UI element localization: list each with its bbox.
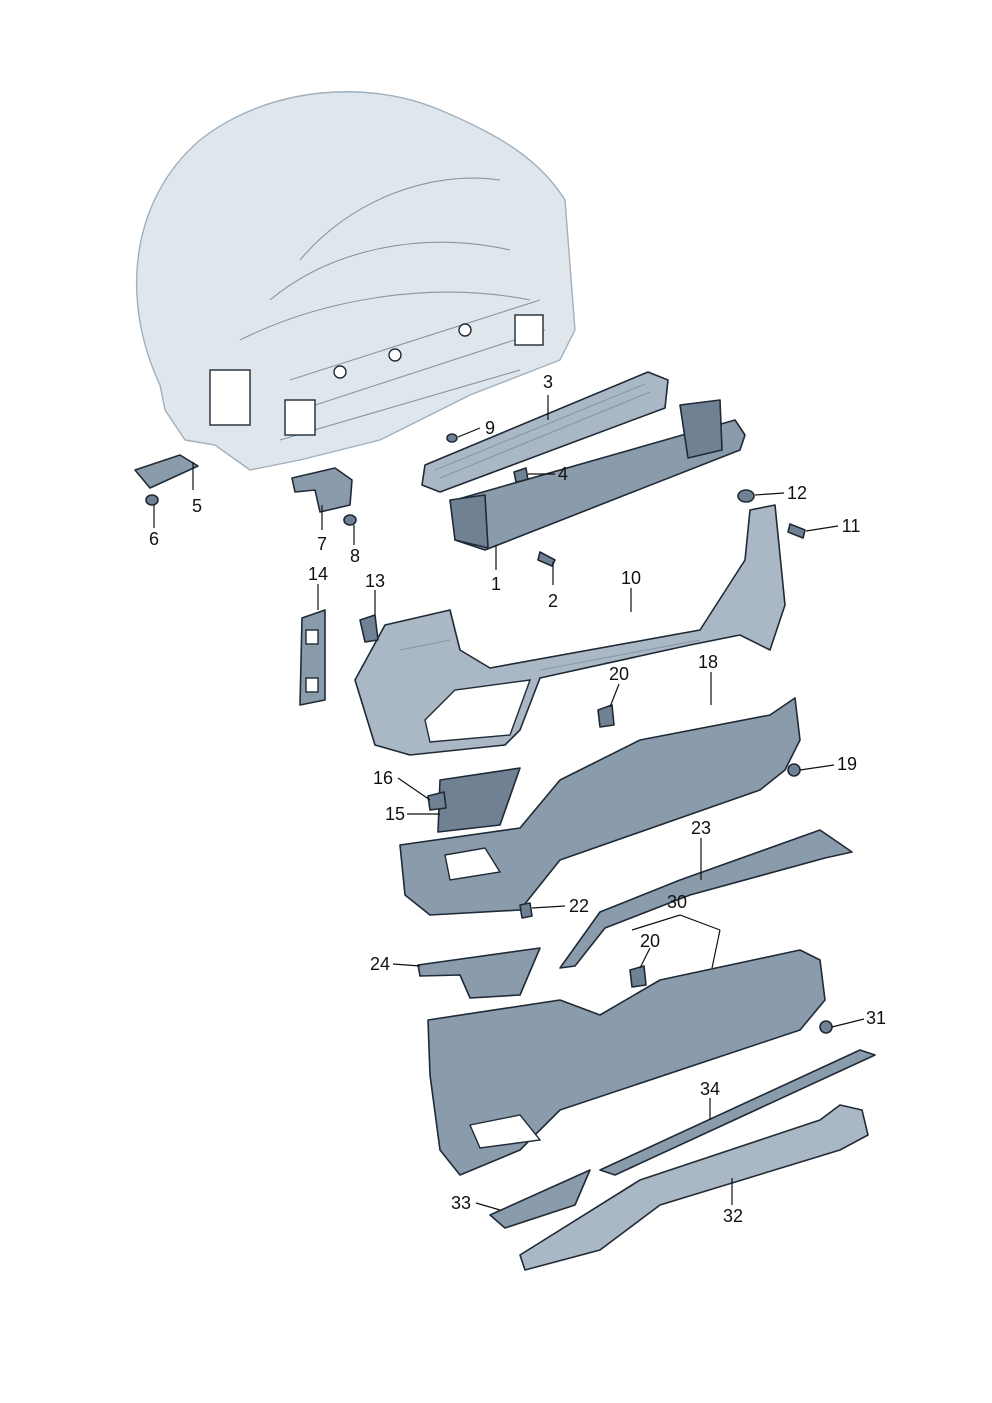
leader-lines	[153, 395, 865, 1211]
callout-1: 1	[491, 574, 501, 594]
part-22-screw	[519, 902, 533, 919]
callout-24: 24	[370, 954, 390, 974]
part-10-bumper-cover	[354, 504, 786, 756]
part-33-exhaust-trim	[489, 1169, 591, 1229]
part-1-bumper-carrier	[449, 399, 746, 551]
part-7-bracket	[291, 467, 357, 526]
part-3-impact-absorber	[421, 371, 669, 493]
callout-30: 30	[667, 892, 687, 912]
part-19-plug	[787, 763, 801, 777]
rear-body-shell	[136, 91, 576, 471]
callout-labels: 1 2 3 4 5 6 7 8 9 10 11 12 13 14 15 16 1…	[149, 372, 886, 1226]
callout-16: 16	[373, 768, 393, 788]
part-6-nut	[145, 494, 159, 506]
part-5-bracket	[134, 454, 199, 506]
part-11-screw	[787, 523, 806, 539]
part-20-clip-bottom	[629, 965, 647, 988]
callout-34: 34	[700, 1079, 720, 1099]
part-24-exhaust-trim	[417, 947, 541, 999]
part-15-grille	[437, 767, 521, 833]
callout-8: 8	[350, 546, 360, 566]
callout-15: 15	[385, 804, 405, 824]
part-13-sensor-holder	[359, 614, 379, 643]
callout-18: 18	[698, 652, 718, 672]
part-32-skid-plate	[519, 1104, 869, 1271]
part-30-diffuser	[427, 949, 826, 1176]
callout-12: 12	[787, 483, 807, 503]
callout-22: 22	[569, 896, 589, 916]
part-16-clip	[427, 791, 447, 811]
callout-32: 32	[723, 1206, 743, 1226]
callout-20-top: 20	[609, 664, 629, 684]
callout-5: 5	[192, 496, 202, 516]
callout-7: 7	[317, 534, 327, 554]
callout-13: 13	[365, 571, 385, 591]
callout-4: 4	[558, 464, 568, 484]
callout-10: 10	[621, 568, 641, 588]
callout-11: 11	[842, 516, 861, 536]
part-34-strip	[599, 1049, 876, 1176]
callout-2: 2	[548, 591, 558, 611]
callout-31: 31	[866, 1008, 886, 1028]
callout-23: 23	[691, 818, 711, 838]
part-2-bolt	[537, 551, 556, 567]
part-14-side-bracket	[299, 609, 326, 706]
callout-14: 14	[308, 564, 328, 584]
callout-19: 19	[837, 754, 857, 774]
part-9-bolt	[446, 433, 458, 443]
part-18-diffuser	[399, 697, 801, 916]
callout-20-bottom: 20	[640, 931, 660, 951]
part-20-clip-top	[597, 704, 615, 728]
part-12-clip	[737, 489, 755, 503]
part-31-plug	[819, 1020, 833, 1034]
part-8-nut	[343, 514, 357, 526]
callout-6: 6	[149, 529, 159, 549]
callout-33: 33	[451, 1193, 471, 1213]
part-23-trim-strip	[559, 829, 853, 969]
callout-3: 3	[543, 372, 553, 392]
callout-9: 9	[485, 418, 495, 438]
